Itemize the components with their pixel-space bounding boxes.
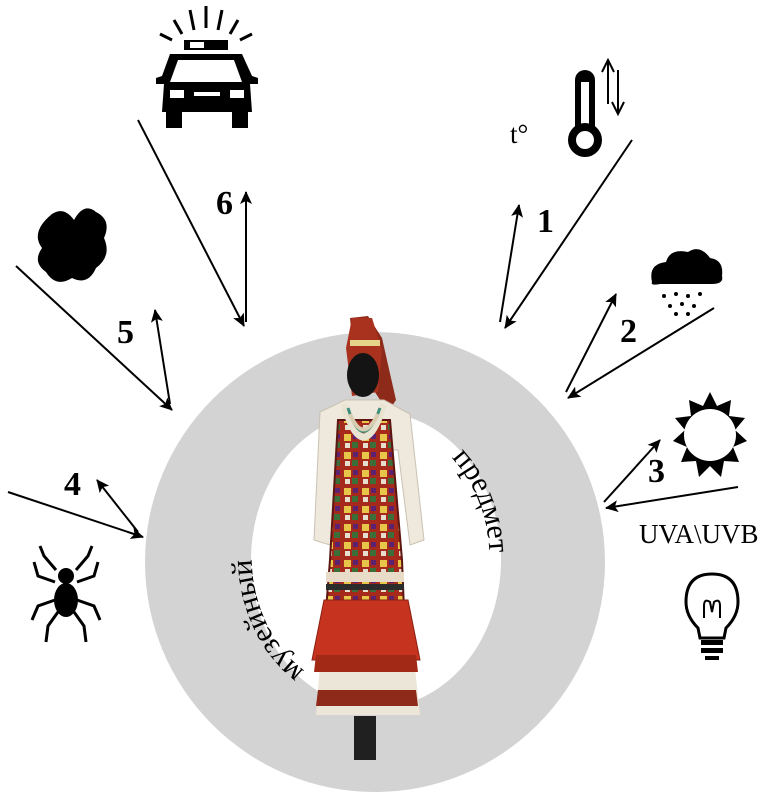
factor-2-arrow-out xyxy=(566,294,616,392)
temperature-label: t° xyxy=(510,119,528,149)
factor-2-number: 2 xyxy=(620,313,637,350)
sun-icon xyxy=(673,392,747,477)
factor-6-number: 6 xyxy=(216,185,233,222)
factor-3-arrow-in xyxy=(606,487,738,508)
factor-5-arrow-in xyxy=(16,266,172,410)
factor-3-number: 3 xyxy=(648,453,665,490)
factor-1-arrow-out xyxy=(500,205,519,322)
factor-4-number: 4 xyxy=(64,466,81,503)
spider-icon xyxy=(32,546,100,642)
light-bulb-icon xyxy=(686,574,738,660)
factor-1-number: 1 xyxy=(537,203,554,240)
rain-cloud-icon xyxy=(651,249,722,316)
stain-icon xyxy=(38,208,107,281)
factor-2-arrow-in xyxy=(568,308,714,398)
uv-label: UVA\UVB xyxy=(639,519,759,549)
police-car-icon xyxy=(156,6,258,128)
factor-5-arrow-out xyxy=(155,310,170,404)
factor-6-arrow-in xyxy=(138,120,244,326)
factor-5-number: 5 xyxy=(117,314,134,351)
thermometer-icon xyxy=(568,60,624,157)
